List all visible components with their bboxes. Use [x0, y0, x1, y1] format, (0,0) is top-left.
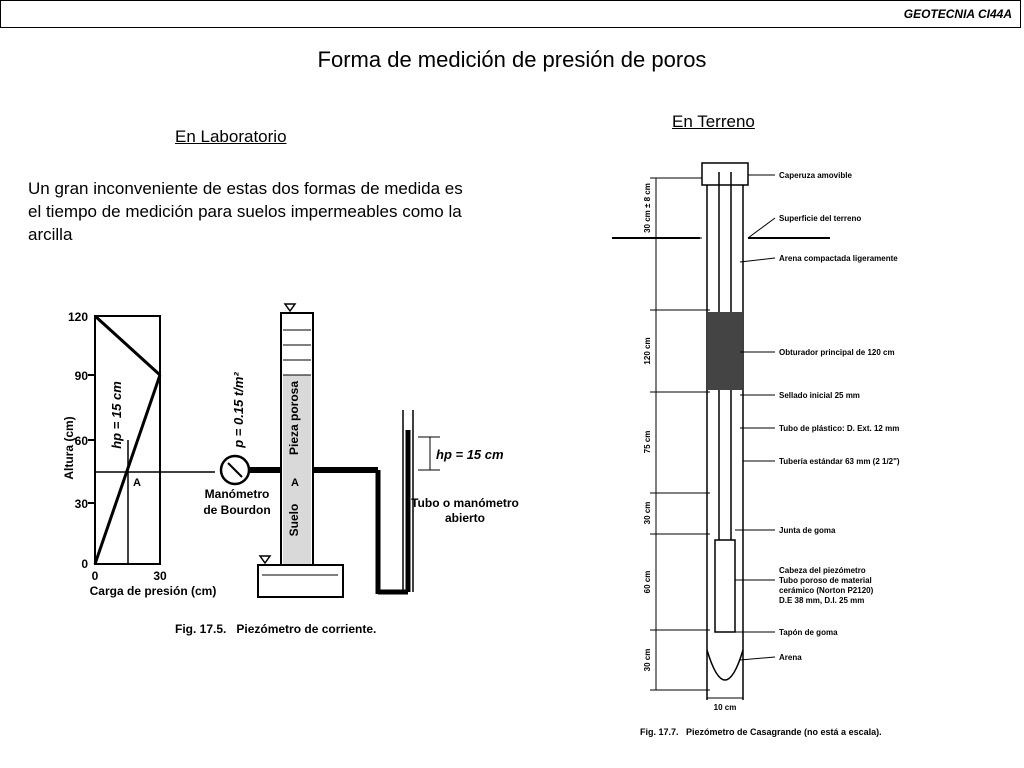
pressure-label: p = 0.15 t/m²: [231, 372, 246, 449]
dim-label-top: 30 cm ± 8 cm: [643, 183, 652, 233]
y-tick-30: 30: [75, 497, 89, 511]
hp-label-right: hp = 15 cm: [436, 447, 504, 462]
lab-figure-caption: Fig. 17.5. Piezómetro de corriente.: [175, 622, 376, 636]
label-junta: Junta de goma: [779, 526, 836, 535]
dim-label-30b: 30 cm: [643, 649, 652, 672]
pressure-diagram: [88, 314, 215, 565]
point-a-right: A: [291, 477, 299, 489]
x-tick-30: 30: [153, 569, 167, 583]
x-axis-label: Carga de presión (cm): [90, 584, 217, 598]
dim-label-60: 60 cm: [643, 571, 652, 594]
label-cabeza: Cabeza del piezómetro: [779, 566, 866, 575]
course-tag: GEOTECNIA CI44A: [903, 7, 1012, 21]
dim-label-120: 120 cm: [643, 337, 652, 364]
gauge-label-line1: Manómetro: [205, 487, 270, 501]
point-a-left: A: [133, 477, 141, 489]
gauge-label-line2: de Bourdon: [203, 503, 270, 517]
y-axis-label: Altura (cm): [62, 416, 76, 479]
label-superficie: Superficie del terreno: [779, 214, 861, 223]
label-ceramico: cerámico (Norton P2120): [779, 586, 874, 595]
label-tubo-plastico: Tubo de plástico: D. Ext. 12 mm: [779, 424, 899, 433]
dim-label-bottom: 10 cm: [714, 703, 737, 712]
field-figure-caption: Fig. 17.7. Piezómetro de Casagrande (no …: [640, 727, 882, 737]
label-obturador: Obturador principal de 120 cm: [779, 348, 895, 357]
label-arena-compactada: Arena compactada ligeramente: [779, 254, 898, 263]
dim-label-30a: 30 cm: [643, 502, 652, 525]
y-tick-120: 120: [68, 310, 88, 324]
y-tick-60: 60: [75, 434, 89, 448]
page-title: Forma de medición de presión de poros: [317, 47, 707, 72]
lab-paragraph: Un gran inconveniente de estas dos forma…: [28, 179, 463, 244]
label-sellado: Sellado inicial 25 mm: [779, 391, 860, 400]
label-diametros: D.E 38 mm, D.I. 25 mm: [779, 596, 864, 605]
bourdon-gauge: [219, 454, 292, 486]
x-tick-0: 0: [92, 569, 99, 583]
soil-label: Suelo: [287, 504, 301, 537]
tube-label-line1: Tubo o manómetro: [411, 496, 519, 510]
y-tick-90: 90: [75, 369, 89, 383]
label-caperuza: Caperuza amovible: [779, 171, 852, 180]
label-tubo-poroso: Tubo poroso de material: [779, 576, 872, 585]
label-arena: Arena: [779, 653, 802, 662]
soil-column: [257, 303, 440, 598]
lab-subtitle: En Laboratorio: [175, 127, 287, 146]
porous-piece-label: Pieza porosa: [287, 381, 301, 455]
field-subtitle: En Terreno: [672, 112, 755, 131]
piezometer-drawing: [612, 162, 830, 700]
tube-label-line2: abierto: [445, 511, 485, 525]
label-tapon: Tapón de goma: [779, 628, 838, 637]
label-tuberia: Tubería estándar 63 mm (2 1/2"): [779, 457, 900, 466]
header-bar: GEOTECNIA CI44A: [0, 0, 1021, 28]
dim-label-75: 75 cm: [643, 431, 652, 454]
y-tick-0: 0: [81, 557, 88, 571]
hp-label-left: hp = 15 cm: [109, 381, 124, 449]
